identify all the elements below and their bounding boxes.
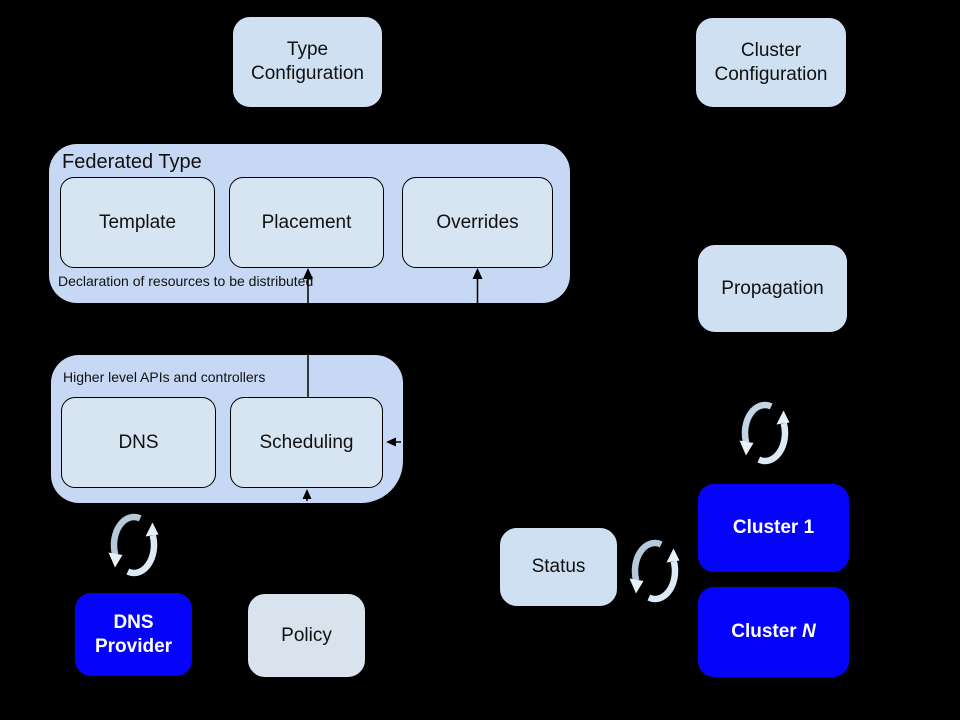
node-dns: DNS bbox=[61, 397, 216, 488]
node-dns-provider: DNS Provider bbox=[75, 593, 192, 676]
node-overrides: Overrides bbox=[402, 177, 553, 268]
group-federated-type: Federated Type Template Placement Overri… bbox=[49, 144, 570, 303]
cluster-n-suffix: N bbox=[802, 621, 816, 642]
node-cluster-1: Cluster 1 bbox=[698, 484, 849, 572]
group-federated-type-caption: Declaration of resources to be distribut… bbox=[58, 273, 314, 289]
sync-icon-dns bbox=[106, 509, 162, 586]
sync-icon-propagation bbox=[737, 397, 793, 474]
node-type-configuration: Type Configuration bbox=[232, 16, 383, 108]
sync-icon-status bbox=[627, 535, 683, 612]
group-higher-apis: Higher level APIs and controllers DNS Sc… bbox=[51, 355, 403, 503]
node-status: Status bbox=[499, 527, 618, 607]
node-propagation: Propagation bbox=[697, 244, 848, 333]
cluster-n-prefix: Cluster bbox=[731, 621, 797, 642]
group-higher-apis-title: Higher level APIs and controllers bbox=[63, 369, 266, 385]
node-policy: Policy bbox=[247, 593, 366, 678]
node-scheduling: Scheduling bbox=[230, 397, 383, 488]
node-placement: Placement bbox=[229, 177, 384, 268]
node-cluster-configuration: Cluster Configuration bbox=[695, 17, 847, 108]
group-federated-type-title: Federated Type bbox=[62, 151, 202, 173]
node-template: Template bbox=[60, 177, 215, 268]
